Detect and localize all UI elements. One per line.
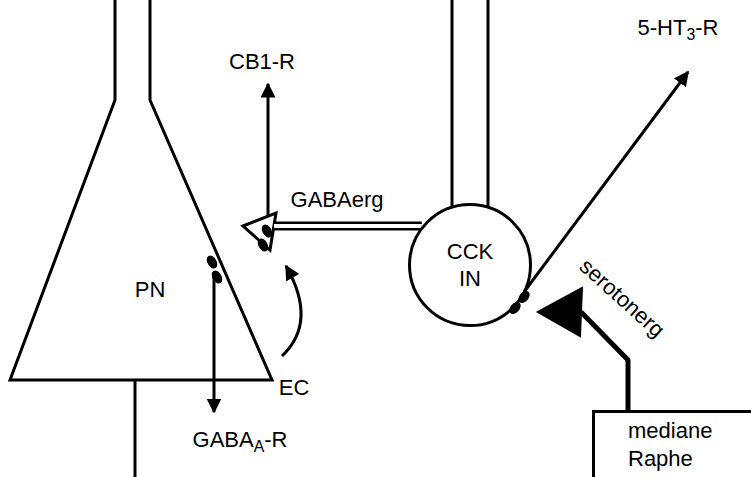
receptor-dot — [507, 300, 523, 317]
receptor-dot — [260, 223, 275, 240]
receptor-arrow — [267, 84, 270, 216]
pathway-label: serotonerg — [574, 253, 671, 344]
text-part: GABA — [193, 427, 254, 452]
receptor-dot — [210, 269, 225, 286]
pathway-label: GABAerg — [291, 186, 384, 214]
dendrite-line — [451, 0, 454, 206]
receptor-dot — [256, 237, 271, 254]
receptor-arrow — [524, 72, 688, 292]
serotonergic-terminal — [538, 288, 582, 336]
receptor-arrow — [213, 276, 216, 412]
axon-outline — [274, 222, 422, 231]
axon-inner — [274, 224, 422, 228]
region-box: mediane Raphe — [592, 410, 751, 477]
receptor-label: CB1-R — [229, 48, 295, 76]
dendrite-line — [487, 0, 490, 206]
receptor-label: 5-HT3-R — [638, 14, 719, 42]
node-label: PN — [135, 276, 166, 304]
node-label: mediane Raphe — [628, 417, 738, 473]
node-label: CCK IN — [435, 238, 505, 293]
ec-arrow — [282, 266, 301, 356]
text-part: -R — [695, 15, 718, 40]
subscript: A — [254, 438, 265, 455]
axon-line — [134, 380, 137, 477]
receptor-label: GABAA-R — [193, 426, 288, 454]
text-part: 5-HT — [638, 15, 687, 40]
cell-circle: CCK IN — [408, 203, 532, 327]
subscript: 3 — [686, 26, 695, 43]
circle-outline — [408, 203, 532, 327]
text-part: -R — [264, 427, 287, 452]
serotonergic-axon — [581, 312, 628, 410]
receptor-label: EC — [279, 374, 310, 402]
axon-line — [581, 312, 628, 410]
gabaergic-axon — [274, 226, 422, 227]
circle-outline-path — [410, 205, 531, 326]
